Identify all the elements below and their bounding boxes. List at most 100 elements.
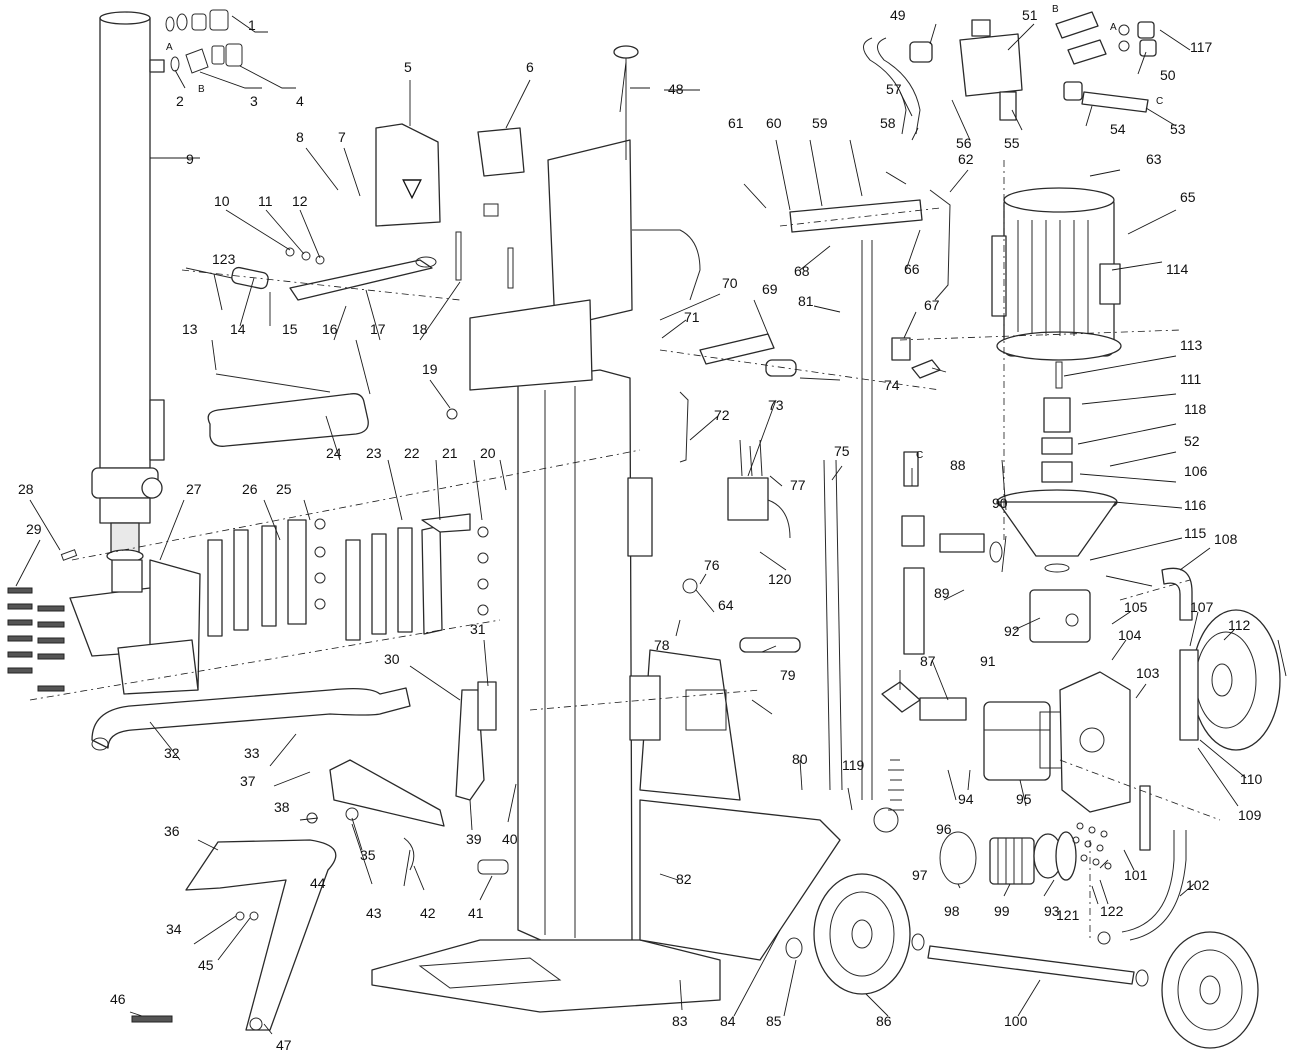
callout-91: 91 bbox=[980, 653, 996, 669]
callout-61: 61 bbox=[728, 115, 744, 131]
callout-46: 46 bbox=[110, 991, 126, 1007]
callout-43: 43 bbox=[366, 905, 382, 921]
callout-93: 93 bbox=[1044, 903, 1060, 919]
foot-frame bbox=[207, 373, 458, 447]
switch-parts bbox=[739, 439, 763, 477]
callout-95: 95 bbox=[1016, 791, 1032, 807]
callout-101: 101 bbox=[1124, 867, 1148, 883]
callout-23: 23 bbox=[366, 445, 382, 461]
callout-60: 60 bbox=[766, 115, 782, 131]
callout-49: 49 bbox=[890, 7, 906, 23]
callout-87: 87 bbox=[920, 653, 936, 669]
callout-84: 84 bbox=[720, 1013, 736, 1029]
callout-68: 68 bbox=[794, 263, 810, 279]
callout-34: 34 bbox=[166, 921, 182, 937]
callout-25: 25 bbox=[276, 481, 292, 497]
callout-92: 92 bbox=[1004, 623, 1020, 639]
callout-102: 102 bbox=[1186, 877, 1210, 893]
wheels-and-axle bbox=[785, 873, 1259, 1049]
callout-3: 3 bbox=[250, 93, 258, 109]
callout-83: 83 bbox=[672, 1013, 688, 1029]
callout-72: 72 bbox=[714, 407, 730, 423]
callout-16: 16 bbox=[322, 321, 338, 337]
callout-85: 85 bbox=[766, 1013, 782, 1029]
control-valve bbox=[863, 11, 1157, 135]
shield-arrow-mark: ▽ bbox=[402, 172, 422, 202]
callout-90: 90 bbox=[992, 495, 1008, 511]
callout-86: 86 bbox=[876, 1013, 892, 1029]
callout-52: 52 bbox=[1184, 433, 1200, 449]
callout-80: 80 bbox=[792, 751, 808, 767]
callout-110: 110 bbox=[1240, 771, 1263, 787]
callout-108: 108 bbox=[1214, 531, 1238, 547]
cylinder-fittings bbox=[165, 9, 243, 74]
screw-cluster bbox=[1072, 822, 1112, 945]
cylinder-mount bbox=[7, 549, 201, 695]
chain bbox=[823, 459, 843, 791]
pedal-assembly bbox=[185, 681, 509, 1031]
callout-5: 5 bbox=[404, 59, 412, 75]
hose-c-pump-label: C bbox=[916, 450, 923, 461]
callout-4: 4 bbox=[296, 93, 304, 109]
guide-plates bbox=[207, 513, 489, 641]
callout-81: 81 bbox=[798, 293, 814, 309]
callout-67: 67 bbox=[924, 297, 940, 313]
callout-123: 123 bbox=[212, 251, 236, 267]
callout-10: 10 bbox=[214, 193, 230, 209]
callout-51: 51 bbox=[1022, 7, 1038, 23]
callout-42: 42 bbox=[420, 905, 436, 921]
callout-59: 59 bbox=[812, 115, 828, 131]
callout-13: 13 bbox=[182, 321, 198, 337]
callout-105: 105 bbox=[1124, 599, 1148, 615]
callout-33: 33 bbox=[244, 745, 260, 761]
cyl-port-a-label: A bbox=[166, 42, 173, 53]
callout-14: 14 bbox=[230, 321, 246, 337]
callout-65: 65 bbox=[1180, 189, 1196, 205]
gearbox bbox=[1059, 671, 1131, 813]
dipstick bbox=[613, 45, 639, 160]
callout-63: 63 bbox=[1146, 151, 1162, 167]
callout-122: 122 bbox=[1100, 903, 1124, 919]
callout-29: 29 bbox=[26, 521, 42, 537]
upper-linkage bbox=[185, 231, 514, 301]
callout-88: 88 bbox=[950, 457, 966, 473]
callout-118: 118 bbox=[1184, 401, 1207, 417]
callout-41: 41 bbox=[468, 905, 484, 921]
callout-15: 15 bbox=[282, 321, 298, 337]
callout-2: 2 bbox=[176, 93, 184, 109]
callout-96: 96 bbox=[936, 821, 952, 837]
callout-22: 22 bbox=[404, 445, 420, 461]
suction-hose-assembly bbox=[901, 451, 1003, 655]
callout-107: 107 bbox=[1190, 599, 1214, 615]
callout-97: 97 bbox=[912, 867, 928, 883]
callout-115: 115 bbox=[1184, 525, 1207, 541]
callout-70: 70 bbox=[722, 275, 738, 291]
callout-35: 35 bbox=[360, 847, 376, 863]
shield: ▽ bbox=[375, 123, 525, 227]
valve-port-a-label: A bbox=[1110, 22, 1117, 33]
valve-port-b-label: B bbox=[1052, 4, 1059, 15]
callout-112: 112 bbox=[1228, 617, 1251, 633]
callout-89: 89 bbox=[934, 585, 950, 601]
callout-104: 104 bbox=[1118, 627, 1142, 643]
callout-38: 38 bbox=[274, 799, 290, 815]
callout-6: 6 bbox=[526, 59, 534, 75]
callout-77: 77 bbox=[790, 477, 806, 493]
callout-54: 54 bbox=[1110, 121, 1126, 137]
callout-82: 82 bbox=[676, 871, 692, 887]
callout-113: 113 bbox=[1180, 337, 1203, 353]
callout-26: 26 bbox=[242, 481, 258, 497]
callout-116: 116 bbox=[1184, 497, 1207, 513]
hydraulic-cylinder bbox=[91, 11, 165, 563]
callout-71: 71 bbox=[684, 309, 700, 325]
gear-pump bbox=[983, 701, 1063, 781]
callout-98: 98 bbox=[944, 903, 960, 919]
callout-74: 74 bbox=[884, 377, 900, 393]
callout-78: 78 bbox=[654, 637, 670, 653]
callout-27: 27 bbox=[186, 481, 202, 497]
filter-assembly bbox=[873, 759, 1077, 885]
callout-1: 1 bbox=[248, 17, 256, 33]
callout-53: 53 bbox=[1170, 121, 1186, 137]
callout-109: 109 bbox=[1238, 807, 1262, 823]
